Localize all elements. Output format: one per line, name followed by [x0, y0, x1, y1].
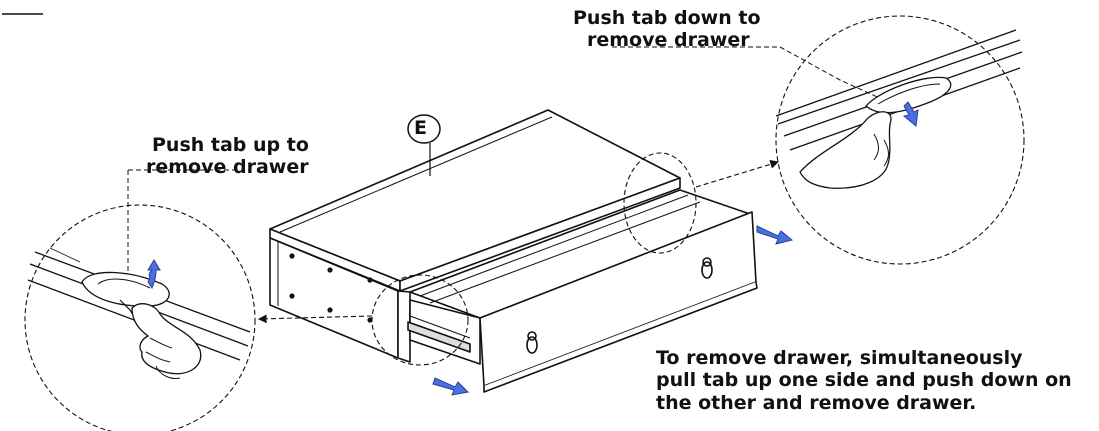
drawer-slide — [407, 321, 471, 353]
detail-marker-left — [371, 274, 469, 366]
instruction-line1: To remove drawer, simultaneously — [656, 347, 1023, 369]
detail-circle-left — [24, 204, 256, 431]
cabinet-front-lower — [397, 290, 411, 363]
slide-tab — [865, 76, 952, 114]
cabinet-top-right-edge — [399, 177, 681, 292]
push-down-label: Push tab down to remove drawer — [573, 7, 761, 52]
push-up-label: Push tab up to remove drawer — [146, 134, 309, 179]
part-letter: E — [414, 117, 427, 139]
hand-icon — [131, 303, 202, 375]
push-down-label-line2: remove drawer — [587, 29, 750, 52]
drawer-ring-pull-left — [526, 331, 538, 354]
hand-icon — [799, 111, 892, 189]
instruction-line2: pull tab up one side and push down on — [656, 369, 1072, 392]
push-up-label-line2: remove drawer — [146, 156, 309, 179]
left-detail-content — [27, 247, 251, 379]
pull-direction-arrow-icon — [432, 225, 794, 396]
push-down-label-line1: Push tab down to — [573, 7, 761, 29]
drawer — [407, 189, 758, 393]
part-letter-circle — [407, 114, 441, 144]
instruction-line3: the other and remove drawer. — [656, 391, 977, 414]
detail-marker-right — [623, 152, 697, 254]
tab-down-arrow-icon — [902, 101, 919, 127]
instruction-text: To remove drawer, simultaneously pull ta… — [656, 347, 1072, 414]
tab-up-arrow-icon — [147, 259, 161, 290]
slide-tab — [81, 271, 170, 307]
push-up-label-line1: Push tab up to — [152, 134, 309, 156]
detail-circle-right — [775, 15, 1025, 265]
drawer-ring-pull-right — [701, 257, 713, 279]
right-detail-content — [775, 29, 1023, 189]
cabinet — [269, 109, 681, 363]
